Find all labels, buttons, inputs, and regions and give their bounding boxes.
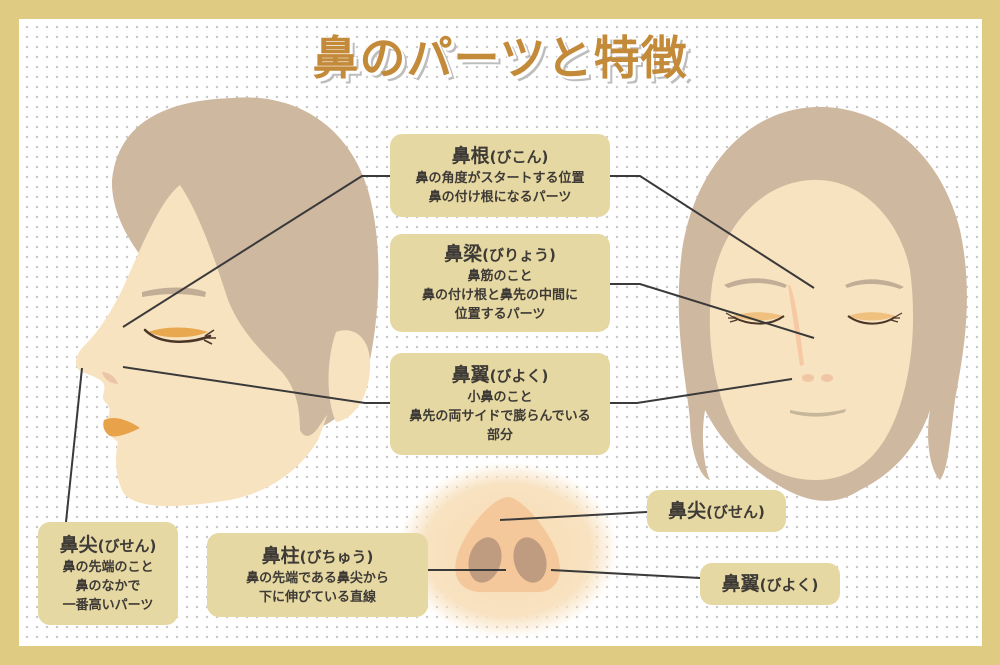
label-bisen-short-reading: (びせん) — [706, 502, 765, 521]
label-bisen-title: 鼻尖(びせん) — [60, 533, 157, 558]
leader-line-biyoku-right — [610, 378, 793, 404]
label-biyoku-line: 鼻先の両サイドで膨らんでいる — [409, 409, 591, 424]
label-biyoku-name: 鼻翼 — [451, 364, 490, 386]
label-bisen-line: 鼻のなかで — [75, 578, 141, 594]
profile-face-illustration — [75, 97, 379, 507]
label-bichuu-line: 鼻の先端である鼻尖から — [246, 570, 389, 586]
label-biryou-line: 鼻筋のこと — [467, 269, 533, 284]
label-bisen-line: 一番高いパーツ — [62, 597, 154, 613]
label-biyoku-reading: (びよく) — [489, 367, 549, 385]
label-bikon-title: 鼻根(びこん) — [452, 144, 549, 169]
leader-lines — [65, 175, 815, 579]
label-bichuu-line: 下に伸びている直線 — [258, 589, 376, 605]
leader-line-bisen-nose — [499, 511, 648, 521]
label-biyoku-short-name: 鼻翼 — [721, 572, 760, 595]
label-bikon-line: 鼻の角度がスタートする位置 — [415, 171, 585, 186]
label-bichuu-name: 鼻柱 — [261, 544, 300, 567]
leader-line-bikon-left — [122, 175, 390, 328]
leader-line-biyoku-nose — [550, 569, 701, 579]
label-bisen-short-title: 鼻尖(びせん) — [668, 499, 765, 524]
label-biryou-name: 鼻梁 — [444, 243, 483, 265]
front-face-illustration — [678, 106, 967, 501]
label-bisen: 鼻尖(びせん) 鼻の先端のこと 鼻のなかで 一番高いパーツ — [38, 522, 178, 625]
leader-line-biryou-right — [610, 283, 815, 339]
label-biyoku-short-reading: (びよく) — [759, 575, 819, 594]
label-biyoku: 鼻翼(びよく) 小鼻のこと 鼻先の両サイドで膨らんでいる 部分 — [390, 353, 610, 455]
label-bichuu: 鼻柱(びちゅう) 鼻の先端である鼻尖から 下に伸びている直線 — [207, 533, 428, 617]
label-bisen-reading: (びせん) — [97, 536, 157, 555]
label-biryou-line: 位置するパーツ — [454, 307, 546, 322]
label-bisen-short-name: 鼻尖 — [668, 499, 707, 522]
label-bisen-name: 鼻尖 — [59, 533, 98, 556]
label-biyoku-line: 小鼻のこと — [467, 390, 533, 405]
label-bisen-line: 鼻の先端のこと — [62, 559, 154, 575]
label-biyoku-short: 鼻翼(びよく) — [700, 563, 840, 605]
label-biryou: 鼻梁(びりょう) 鼻筋のこと 鼻の付け根と鼻先の中間に 位置するパーツ — [390, 234, 610, 332]
label-bikon: 鼻根(びこん) 鼻の角度がスタートする位置 鼻の付け根になるパーツ — [390, 134, 610, 217]
label-biyoku-line: 部分 — [486, 428, 513, 443]
nose-underside-illustration — [398, 462, 618, 638]
label-biryou-reading: (びりょう) — [482, 246, 556, 264]
label-bisen-short: 鼻尖(びせん) — [647, 490, 786, 532]
label-biyoku-title: 鼻翼(びよく) — [452, 363, 549, 388]
label-bikon-name: 鼻根 — [451, 145, 490, 167]
label-bikon-line: 鼻の付け根になるパーツ — [428, 190, 572, 205]
leader-line-biyoku-left — [122, 366, 390, 404]
label-bichuu-title: 鼻柱(びちゅう) — [262, 544, 374, 569]
label-biryou-line: 鼻の付け根と鼻先の中間に — [421, 288, 578, 303]
label-bichuu-reading: (びちゅう) — [299, 547, 374, 566]
label-bikon-reading: (びこん) — [489, 148, 549, 166]
leader-line-bisen-left — [65, 367, 83, 523]
page-title: 鼻のパーツと特徴 — [312, 31, 688, 85]
label-biyoku-short-title: 鼻翼(びよく) — [722, 572, 819, 597]
leader-line-bikon-right — [610, 175, 815, 289]
label-biryou-title: 鼻梁(びりょう) — [444, 242, 556, 267]
